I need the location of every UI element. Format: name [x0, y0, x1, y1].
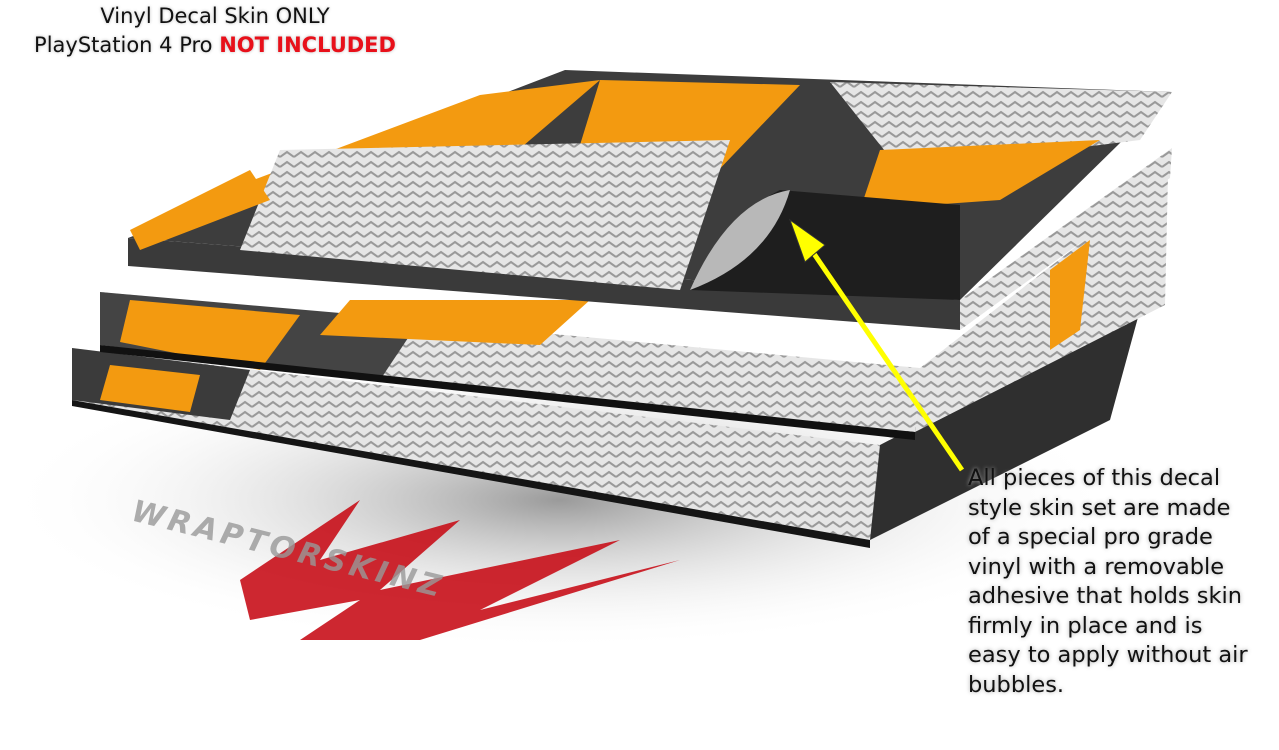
header-console-name: PlayStation 4 Pro [34, 33, 213, 57]
description-line: easy to apply without air [968, 642, 1248, 668]
console-top-layer [128, 70, 1172, 330]
description-line: of a special pro grade [968, 524, 1213, 550]
pointer-arrow [788, 218, 965, 472]
header-line-2: PlayStation 4 Pro NOT INCLUDED [0, 31, 430, 60]
description-line: bubbles. [968, 671, 1065, 698]
not-included-warning: NOT INCLUDED [219, 33, 396, 57]
description-line: firmly in place and is [968, 612, 1203, 639]
product-header: Vinyl Decal Skin ONLY PlayStation 4 Pro … [0, 2, 430, 60]
console-middle-layer [100, 175, 1168, 440]
description-line: All pieces of this decal [968, 465, 1221, 491]
description-text: All pieces of this decal style skin set … [968, 464, 1278, 700]
header-line-1: Vinyl Decal Skin ONLY [100, 4, 330, 28]
description-line: adhesive that holds skin [968, 583, 1242, 609]
console-bottom-layer [72, 310, 1140, 548]
description-line: style skin set are made [968, 494, 1231, 521]
description-line: vinyl with a removable [968, 553, 1225, 580]
